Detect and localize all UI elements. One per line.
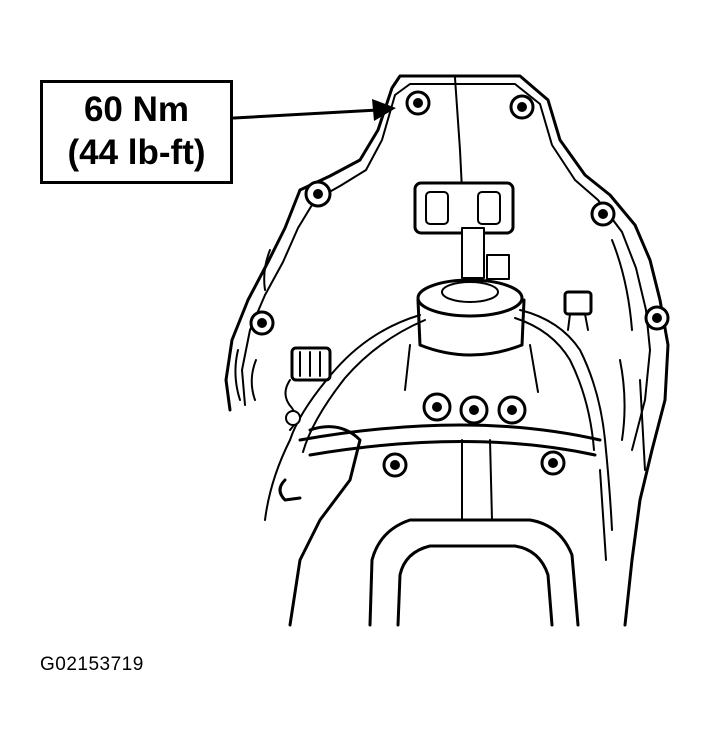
torque-metric-label: 60 Nm [83, 90, 190, 130]
housing-ports [413, 181, 515, 235]
housing-inner-contour [241, 83, 651, 451]
transmission-case-outline [224, 74, 670, 627]
extension-housing [368, 518, 580, 627]
lower-linkage-arm [278, 425, 362, 627]
right-upper-mount-bolt [590, 201, 616, 227]
top-right-mount-bolt [509, 94, 535, 120]
wiring-harness-right [514, 309, 613, 531]
crossmember-bolt-right [540, 450, 566, 476]
torque-imperial-label: (44 lb-ft) [67, 133, 206, 172]
left-electrical-connector [284, 346, 332, 431]
case-ribs-right [599, 239, 646, 561]
figure-code: G02153719 [40, 654, 144, 675]
torque-callout: 60 Nm (44 lb-ft) [40, 80, 233, 184]
left-lower-mount-bolt [249, 310, 275, 336]
center-bolt-row [422, 392, 527, 425]
right-lower-mount-bolt [644, 305, 670, 331]
callout-arrowhead [372, 99, 396, 121]
crossmember-bolt-left [382, 452, 408, 478]
center-channel [461, 439, 493, 521]
callout-leader-line [232, 108, 380, 120]
case-ribs-left [234, 249, 271, 401]
top-left-mount-bolt [405, 90, 431, 116]
left-upper-mount-bolt [304, 180, 332, 208]
shifter-tower [404, 227, 539, 393]
right-electrical-connector [563, 290, 593, 331]
